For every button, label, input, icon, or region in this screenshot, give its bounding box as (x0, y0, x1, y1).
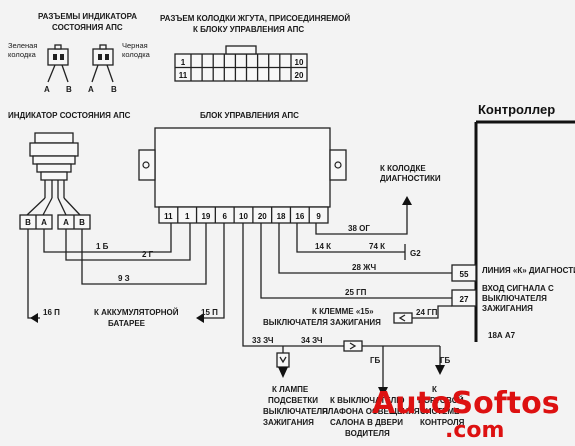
indicator-pin: A (41, 218, 47, 227)
onboard-label-4: КОНТРОЛЯ (420, 418, 465, 427)
diagram-code: 18А А7 (488, 331, 516, 340)
control-unit-title: БЛОК УПРАВЛЕНИЯ АПС (200, 111, 299, 120)
unit-pin-label: 9 (316, 212, 321, 221)
harness-pin-10: 10 (295, 58, 304, 67)
unit-pin-label: 19 (201, 212, 210, 221)
pointer-line (91, 64, 99, 83)
terminal15-connector-icon (393, 312, 413, 324)
pointer-line (106, 64, 114, 83)
controller-pin-27 (451, 289, 477, 307)
wire-label: 24 ГП (416, 308, 438, 317)
door-switch-label-2: ПЛАФОНА ОСВЕЩЕНИЯ (322, 407, 420, 416)
controller-pin-27-label: 27 (460, 295, 469, 304)
wire-label: 34 ЗЧ (301, 336, 323, 345)
indicator-title: ИНДИКАТОР СОСТОЯНИЯ АПС (8, 111, 131, 120)
lamp-label-1: К ЛАМПЕ (272, 385, 309, 394)
lamp-label-2: ПОДСВЕТКИ (268, 396, 318, 405)
ground-label: G2 (410, 249, 421, 258)
indicator-connector-right (57, 214, 91, 230)
onboard-label-1: К (432, 385, 437, 394)
pin-label-b: B (66, 85, 72, 94)
diag-label-1: К КОЛОДКЕ (380, 164, 426, 173)
lamp-label-3: ВЫКЛЮЧАТЕЛЯ (263, 407, 328, 416)
door-switch-label-4: ВОДИТЕЛЯ (345, 429, 390, 438)
wire-label: 2 Г (142, 250, 154, 259)
indicator-connectors-title-1: РАЗЪЕМЫ ИНДИКАТОРА (38, 12, 137, 21)
indicator-pin: B (79, 218, 85, 227)
ign-input-label-2: ВЫКЛЮЧАТЕЛЯ (482, 294, 547, 303)
unit-pin-label: 6 (222, 212, 227, 221)
battery-label-2: БАТАРЕЕ (108, 319, 146, 328)
onboard-label-2: БОРТОВОЙ (418, 396, 464, 405)
wire-label: ГБ (440, 356, 451, 365)
wire-label: 16 П (43, 308, 60, 317)
wire-label: 14 К (315, 242, 331, 251)
terminal15-label-2: ВЫКЛЮЧАТЕЛЯ ЗАЖИГАНИЯ (263, 318, 381, 327)
indicator-pin: B (25, 218, 31, 227)
wire-label: 38 ОГ (348, 224, 370, 233)
green-connector-label-1: Зеленая (8, 41, 37, 50)
black-connector-icon (92, 44, 114, 66)
lamp-connector-icon (276, 352, 290, 368)
arrow-down-icon (278, 367, 288, 378)
watermark-line-2: .com (445, 418, 504, 443)
wire-label: 1 Б (96, 242, 109, 251)
indicator-connectors-title-2: СОСТОЯНИЯ АПС (52, 23, 123, 32)
indicator-connector-left (19, 214, 53, 230)
wire-label: 74 К (369, 242, 385, 251)
wire-label: 33 ЗЧ (252, 336, 274, 345)
ign-input-label-3: ЗАЖИГАНИЯ (482, 304, 533, 313)
arrow-icon (402, 196, 412, 205)
green-connector-label-2: колодка (8, 50, 37, 59)
wire-label: 15 П (201, 308, 218, 317)
controller-title: Контроллер (478, 102, 555, 117)
lamp-label-4: ЗАЖИГАНИЯ (263, 418, 314, 427)
wire-label: 25 ГП (345, 288, 367, 297)
indicator-pin: A (63, 218, 69, 227)
green-connector-icon (47, 44, 69, 66)
harness-pin-1: 1 (181, 58, 186, 67)
ign-input-label-1: ВХОД СИГНАЛА С (482, 284, 554, 293)
harness-pin-11: 11 (179, 71, 188, 80)
k-line-label: ЛИНИЯ «К» ДИАГНОСТИКИ (482, 266, 575, 275)
battery-label-1: К АККУМУЛЯТОРНОЙ (94, 308, 179, 317)
wires (27, 196, 452, 388)
unit-pin-label: 16 (295, 212, 304, 221)
controller-pin-55-label: 55 (460, 270, 469, 279)
pointer-line (61, 64, 69, 83)
wire-label: 28 ЖЧ (352, 263, 376, 272)
unit-pin-label: 11 (164, 212, 173, 221)
indicator-lamp-icon (26, 132, 81, 216)
arrow-down-icon (435, 365, 445, 375)
unit-pin-label: 20 (258, 212, 267, 221)
door-switch-label-3: САЛОНА В ДВЕРИ (330, 418, 403, 427)
harness-title-1: РАЗЪЕМ КОЛОДКИ ЖГУТА, ПРИСОЕДИНЯЕМОЙ (160, 14, 350, 23)
black-connector-label-2: колодка (122, 50, 151, 59)
diag-label-2: ДИАГНОСТИКИ (380, 174, 441, 183)
pin-label-a: A (88, 85, 94, 94)
harness-pin-20: 20 (295, 71, 304, 80)
harness-connector-icon (174, 45, 308, 82)
harness-title-2: К БЛОКУ УПРАВЛЕНИЯ АПС (193, 25, 304, 34)
pointer-line (47, 64, 56, 83)
controller-pin-55 (451, 264, 477, 282)
black-connector-label-1: Черная (122, 41, 148, 50)
arrow-down-icon (378, 387, 388, 397)
unit-pin-label: 18 (277, 212, 286, 221)
wire-label: ГБ (370, 356, 381, 365)
wire-label: 9 З (118, 274, 130, 283)
control-unit-box (138, 127, 347, 224)
onboard-label-3: СИСТЕМЕ (420, 407, 460, 416)
pin-label-a: A (44, 85, 50, 94)
terminal15-label-1: К КЛЕММЕ «15» (312, 307, 374, 316)
watermark-line-1: AutoSoftos (372, 386, 560, 421)
door-switch-label-1: К ВЫКЛЮЧАТЕЛЮ (330, 396, 404, 405)
unit-pin-label: 10 (239, 212, 248, 221)
door-connector-icon (343, 340, 363, 352)
pin-label-b: B (111, 85, 117, 94)
unit-pin-label: 1 (185, 212, 190, 221)
